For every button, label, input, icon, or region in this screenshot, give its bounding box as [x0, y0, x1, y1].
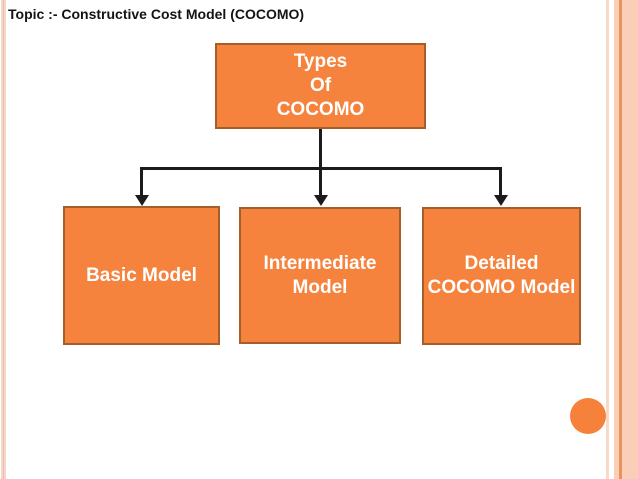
connector-drop-left — [140, 167, 143, 196]
diagram-box-types-of-cocomo: Types Of COCOMO — [215, 43, 426, 129]
arrow-down-icon — [314, 195, 328, 206]
arrow-down-icon — [135, 195, 149, 206]
box-label-line: Basic Model — [86, 264, 197, 286]
box-label-line: COCOMO — [276, 99, 365, 120]
box-label-line: Intermediate — [263, 252, 377, 274]
connector-drop-right — [499, 167, 502, 196]
box-label-line: COCOMO Model — [427, 277, 576, 298]
diagram-box-intermediate-model: Intermediate Model — [239, 207, 401, 344]
arrow-down-icon — [494, 195, 508, 206]
diagram-box-detailed-cocomo-model: Detailed COCOMO Model — [422, 207, 581, 345]
right-accent-band — [614, 0, 638, 479]
connector-stem-middle — [319, 129, 322, 196]
left-edge-accent-stripe — [1, 0, 6, 479]
box-label-line: Detailed — [464, 253, 539, 274]
slide-title: Topic :- Constructive Cost Model (COCOMO… — [8, 6, 305, 22]
diagram-box-basic-model: Basic Model — [63, 206, 220, 345]
box-label-line: Model — [292, 276, 348, 298]
connector-horizontal — [140, 167, 502, 170]
right-edge-pale-stripe — [606, 0, 609, 479]
box-label-line: Types — [293, 51, 348, 72]
box-label-line: Of — [309, 75, 332, 96]
right-accent-band-line — [619, 0, 622, 479]
accent-circle — [570, 398, 606, 434]
